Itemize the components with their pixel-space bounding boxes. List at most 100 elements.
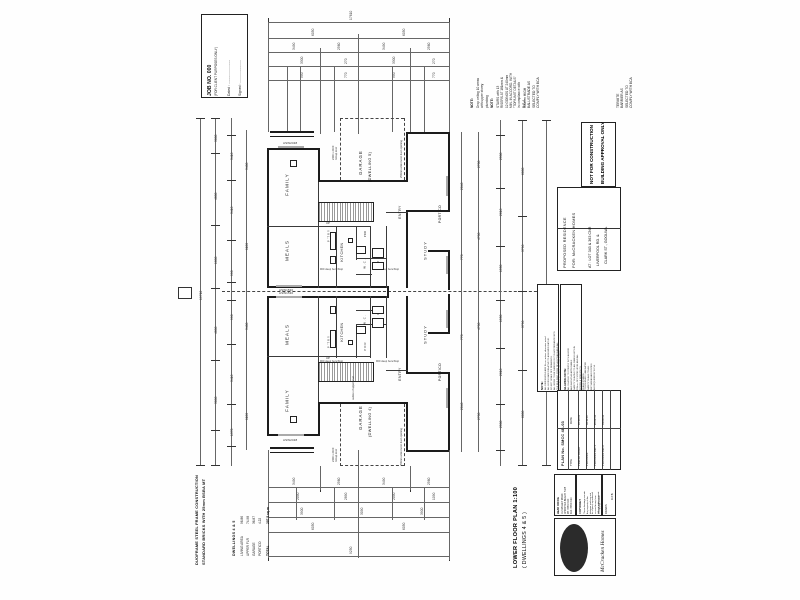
dim-right-inner-3: 1550 [499,264,503,273]
dim-left-x4: 1100 [245,412,249,420]
dim-right-inner-2: 2610 [499,208,503,217]
drawn-value: D.P.B. [611,492,614,500]
dim-left-outer: 19710 [199,290,203,300]
area-schedule-title: DWELLINGS 4 & 5 [232,520,236,556]
window-tag-asw1530-b: ASW1530 [279,291,294,295]
copyright-box [576,474,602,516]
dim-top-inner-2: 2560 [337,42,341,51]
stair-note-4: UP [326,357,330,360]
project-line1: PROPOSED RESIDENCE [562,217,567,268]
area-row-label-1: UPPER FLR [246,538,250,556]
dim-bot-m2: 2890 [344,492,348,501]
dim-bot-inner-3: 3490 [382,477,386,486]
note-ceiling-text: Drop ceiling 10 areas with upper storey … [476,77,489,108]
room-label-kitchen-4: KITCHEN [340,322,344,342]
garage-sub-4: (DWELLING 4) [368,406,372,437]
dim-top-x2: 270 [344,58,348,64]
rev-header-date: DATE [570,417,573,424]
dim-right-x1: 2700 [477,160,481,169]
dim-right-mid-1: 6000 [521,167,525,176]
glazing-notes-body: ALL GLAZING TO COMPLY WITH AS1288 AND AS… [568,345,597,390]
annot-motordoor-5: 250mm wide motor door opening [400,140,403,178]
note-stairs-heading: NOTE: [490,98,494,108]
logo-ellipse [560,524,588,572]
address-line2: LIVERPOOL RD. & [596,234,600,266]
room-label-kitchen-5: KITCHEN [340,242,344,262]
fixture-oven-4 [348,340,353,345]
fixture-sink-5 [330,256,336,264]
address-line1: AT : LOT 343 & 363 CNR [588,226,592,268]
dim-top-y1: 990 [300,72,304,78]
rev-date-0: 10.10.11 [578,415,581,425]
dim-top-x1: 3300 [300,56,304,65]
dim-top-outer: 17610 [349,10,353,20]
dim-left-inner-1: 3410 [230,152,234,161]
head-office-box [554,474,576,516]
dim-right-inner-4: 1550 [499,314,503,323]
dim-left-mid-5: 3000 [214,396,218,405]
construction-note-line2: STANDARD BRICKS WITH 25mm BSBA MT [201,478,206,565]
rev-header-type: TYPE [570,458,573,466]
window-tag-asw2438-a: ASW2438 [283,141,298,145]
fixture-pantry-5 [330,232,336,250]
stair-note-5: UP [326,222,330,225]
logo-text: McCracken Homes [600,530,606,572]
room-label-study-4: STUDY [422,324,428,345]
copyright-year: © Copyright 2012 [598,495,601,514]
title-block-project [557,187,621,271]
head-office-body: 112 WIGLEY ROAD CHRISTIES BEACH 5165 PH:… [562,486,573,514]
dim-top-mid-2: 6050 [402,28,406,37]
room-label-meals-5: MEALS [284,239,290,262]
general-notes-heading: NOTE: [540,381,544,390]
dim-bot-mid-2: 6050 [402,522,406,531]
dim-top-y4: 770 [432,72,436,78]
window-tag-asw1530-a: ASW1530 [279,288,294,292]
dim-top-x3: 3300 [392,56,396,65]
project-line2: FOR: McCRACKEN HOMES [571,212,576,268]
dim-left-inner-3: 990 [230,270,234,276]
rev-type-2: PLANNING Rev 1 [594,445,597,466]
dim-right-y4: 2040 [460,402,464,411]
dim-right-y1: 2040 [460,182,464,191]
dim-bot-outer: 9250 [349,546,353,555]
fixture-laundry-4 [372,306,384,314]
room-label-portico-5: PORTICO [438,204,442,224]
dim-bot-m3: 2090 [392,492,396,501]
area-row-label-4: TOTAL [266,545,270,556]
annot-benchtop-4b: 900 deep benchtop [376,360,400,363]
annot-benchtop-4a: 900 deep benchtop [320,360,344,363]
dim-bot-m4: 1090 [432,492,436,501]
job-purpose-label: (FOR CLIENT PURPOSES ONLY) [214,47,218,96]
note-ceiling-heading: NOTE: [470,98,474,108]
dim-left-mid-1: 3000 [214,134,218,143]
dim-top-inner-3: 3490 [382,42,386,51]
room-label-family-4: FAMILY [284,389,290,412]
annot-benchtop-5b: 900 deep benchtop [376,268,400,271]
rev-type-3: PLANNING Rev 2 [602,445,605,466]
area-row-value-4: 207.5 sq.m [266,507,270,524]
dim-right-y3: 770 [460,334,464,340]
dim-left-mid-2: 4800 [214,192,218,201]
dim-right-y2: 770 [460,254,464,260]
dim-right-mid-2: 3790 [521,244,525,253]
rev-type-1: PLANNING [586,452,589,466]
room-label-wc-4: W.C. [363,314,367,325]
rev-date-2: 20.02.12 [594,414,597,425]
annot-rollup-5: 2400 x 2100 roll-up door [332,145,339,160]
not-for-construction-box [581,122,616,187]
head-office-heading: HEAD OFFICE [557,497,560,514]
annot-benchtop-5a: 900 deep benchtop [320,268,344,271]
dim-right-x3: 4700 [477,322,481,331]
job-signed-label: Signed : ........................ [238,60,242,96]
plan-title-line2: ( DWELLINGS 4 & 5 ) [522,511,528,568]
area-row-label-3: PORTICO [258,541,262,556]
annot-motordoor-4: 250mm wide motor door opening [400,428,403,466]
room-label-study-5: STUDY [422,240,428,261]
room-label-pdr-5: PDR [363,230,367,238]
window-tag-asw2438-b: ASW2438 [283,438,298,442]
smoke-detector-5 [290,160,297,167]
dim-right-inner-1: 2500 [499,152,503,161]
area-row-label-0: LIVING AREA [240,536,244,556]
fixture-laundry-5 [372,262,384,270]
